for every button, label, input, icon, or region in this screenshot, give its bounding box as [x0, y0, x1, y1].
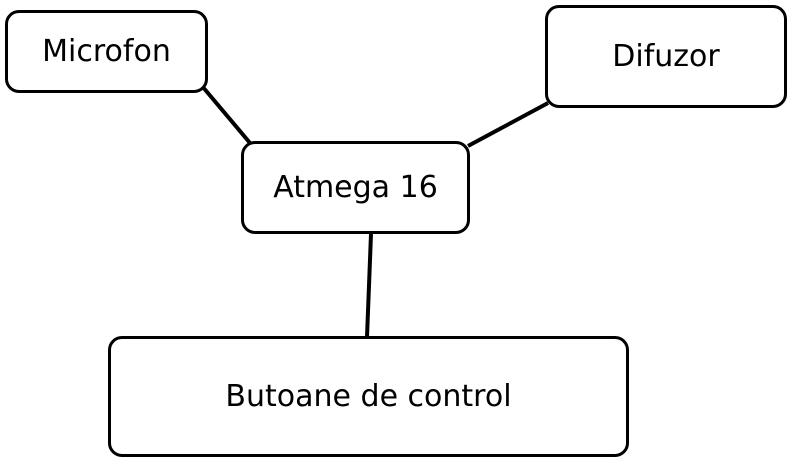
node-atmega: Atmega 16 — [241, 141, 470, 234]
node-microfon-label: Microfon — [42, 33, 171, 69]
connector-difuzor-atmega — [467, 101, 549, 148]
node-difuzor: Difuzor — [545, 5, 787, 108]
node-difuzor-label: Difuzor — [612, 38, 720, 74]
node-atmega-label: Atmega 16 — [273, 169, 438, 205]
node-microfon: Microfon — [5, 10, 208, 93]
node-butoane-label: Butoane de control — [225, 378, 512, 414]
connector-atmega-butoane — [365, 233, 373, 338]
node-butoane: Butoane de control — [108, 336, 629, 457]
connector-microfon-atmega — [200, 84, 252, 145]
